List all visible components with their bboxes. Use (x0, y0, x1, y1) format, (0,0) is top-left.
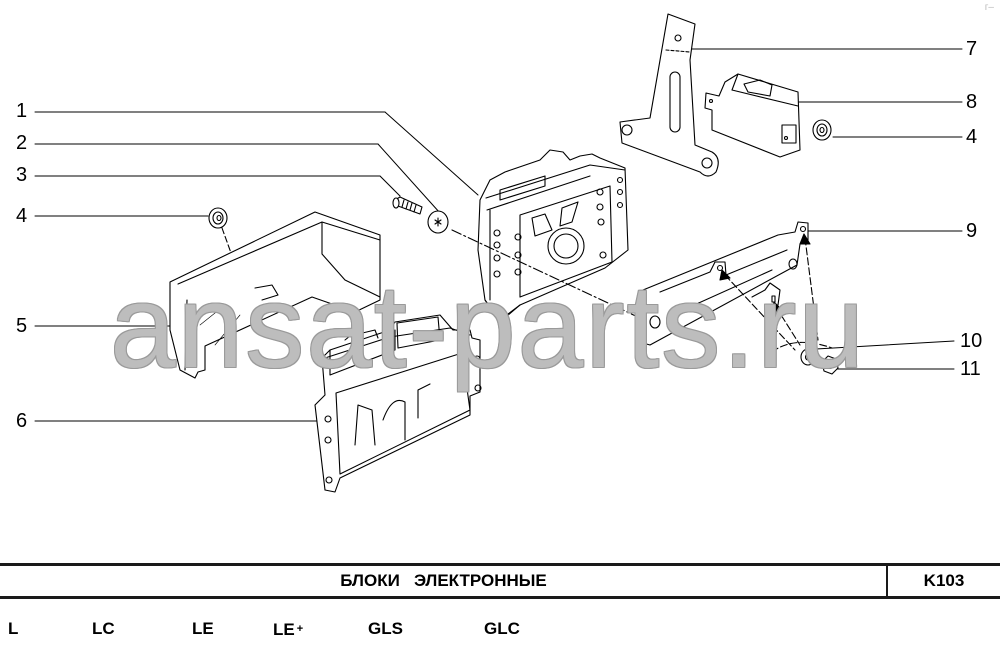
leader-lines (34, 48, 963, 422)
assembly-dash-line (451, 229, 641, 319)
module-part-8 (704, 73, 801, 158)
callout-4-left: 4 (16, 205, 28, 227)
grommet-part-4-right (812, 119, 832, 141)
arrowhead-9b (771, 301, 783, 314)
callout-2: 2 (16, 132, 28, 154)
section-title-text: БЛОКИ ЭЛЕКТРОННЫЕ (340, 571, 547, 590)
leader-10 (815, 340, 955, 350)
section-title: БЛОКИ ЭЛЕКТРОННЫЕ (0, 566, 887, 596)
callout-8: 8 (966, 91, 978, 113)
washer-part-10 (800, 348, 816, 366)
callout-9: 9 (966, 220, 978, 242)
model-variants: L LC LE LE+ GLS GLC (0, 617, 1000, 641)
variant-lc: LC (92, 619, 115, 638)
variant-le: LE (192, 619, 214, 638)
nut-part-11 (821, 355, 839, 375)
variant-le-plus-label: LE (273, 620, 295, 639)
variant-le-plus-suffix: + (296, 623, 304, 635)
variant-glc: GLC (484, 619, 520, 638)
cover-part-5 (169, 211, 381, 379)
washer-part-2 (427, 210, 449, 234)
callout-5: 5 (16, 315, 28, 337)
title-divider (886, 566, 888, 596)
callout-3: 3 (16, 164, 28, 186)
arrowhead-9c (799, 233, 811, 245)
section-code: K103 (923, 571, 965, 590)
callout-7: 7 (966, 38, 978, 60)
exploded-parts-diagram (34, 13, 963, 493)
callout-6: 6 (16, 410, 28, 432)
grommet-part-4-left (208, 207, 228, 229)
variant-le-plus: LE+ (273, 617, 303, 642)
ecu-part-1 (477, 149, 629, 323)
ecu-part-6 (314, 314, 482, 493)
arrowhead-9a (719, 269, 731, 281)
variant-l: L (8, 619, 19, 638)
variant-gls: GLS (368, 619, 403, 638)
corner-mark: г– (984, 2, 994, 13)
title-block: БЛОКИ ЭЛЕКТРОННЫЕ K103 (0, 563, 1000, 599)
callout-4-right: 4 (966, 126, 978, 148)
callout-11: 11 (960, 358, 981, 380)
bracket-part-7 (619, 13, 719, 177)
callout-1: 1 (16, 100, 28, 122)
plate-part-9 (642, 221, 809, 346)
leader-1b (384, 111, 479, 196)
bolt-part-3 (392, 196, 423, 215)
assembly-arrows-9 (724, 237, 833, 353)
leader-2b (377, 143, 441, 214)
leader-3b (379, 175, 401, 197)
callout-10: 10 (960, 330, 983, 352)
